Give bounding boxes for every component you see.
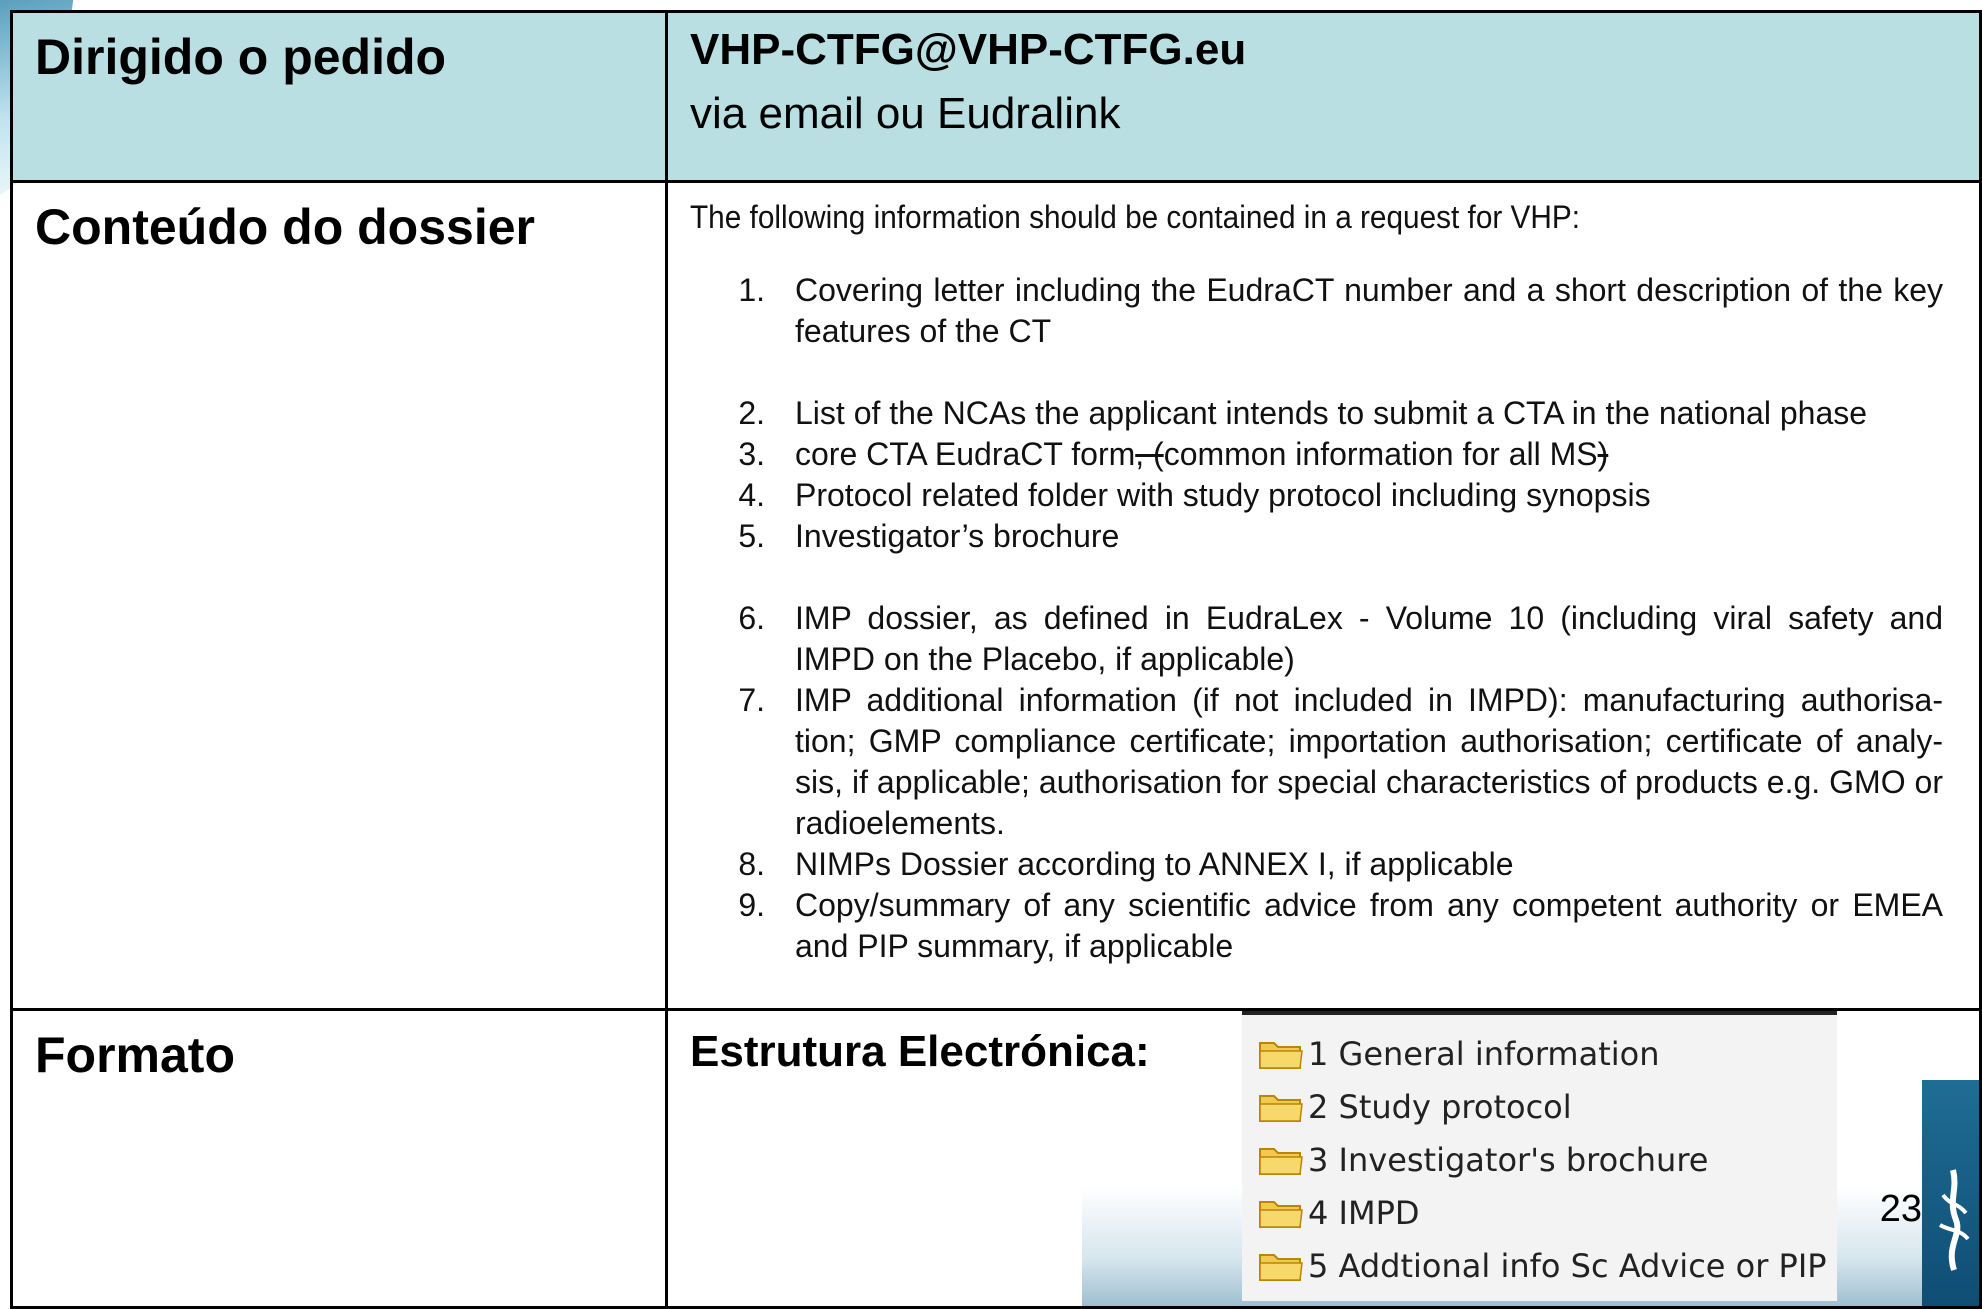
row-label: Conteúdo do dossier <box>35 199 535 255</box>
folder-icon <box>1259 1253 1303 1281</box>
list-item: 1. Covering letter including the EudraCT… <box>738 272 1943 349</box>
list-item: 7. IMP additional information (if not in… <box>738 682 1943 841</box>
folder-label: 2 Study protocol <box>1308 1087 1572 1126</box>
list-item: 5. Investigator’s brochure <box>738 518 1120 554</box>
folder-label: 4 IMPD <box>1308 1193 1420 1232</box>
table-row: Formato Estrutura Electrónica: 1 General… <box>10 1008 1982 1309</box>
row-value-cell: The following information should be cont… <box>665 180 1982 1011</box>
folder-item[interactable]: 2 Study protocol <box>1242 1080 1837 1133</box>
row-value-cell: VHP-CTFG@VHP-CTFG.eu via email ou Eudral… <box>665 10 1982 183</box>
info-table: Dirigido o pedido VHP-CTFG@VHP-CTFG.eu v… <box>10 10 1982 1309</box>
row-label-cell: Conteúdo do dossier <box>10 180 668 1011</box>
email-address: VHP-CTFG@VHP-CTFG.eu <box>690 25 1247 74</box>
folder-icon <box>1259 1200 1303 1228</box>
delivery-method: via email ou Eudralink <box>690 89 1121 138</box>
table-row: Dirigido o pedido VHP-CTFG@VHP-CTFG.eu v… <box>10 10 1982 183</box>
list-item: 9. Copy/summary of any scientific advice… <box>738 887 1943 964</box>
list-item: 6. IMP dossier, as defined in EudraLex -… <box>738 600 1943 677</box>
folder-icon <box>1259 1094 1303 1122</box>
page-number: 23 <box>1879 1188 1922 1230</box>
list-item: 3. core CTA EudraCT form, (common inform… <box>738 436 1609 472</box>
folder-icon <box>1259 1041 1303 1069</box>
strikethrough-text: , ( <box>1135 436 1164 472</box>
dossier-intro: The following information should be cont… <box>690 199 1581 235</box>
requirements-list: 1. Covering letter including the EudraCT… <box>690 270 1943 967</box>
folder-label: 1 General information <box>1308 1034 1660 1073</box>
table-row: Conteúdo do dossier The following inform… <box>10 180 1982 1011</box>
folder-item[interactable]: 4 IMPD <box>1242 1186 1837 1239</box>
strikethrough-text: ) <box>1597 436 1609 472</box>
folder-label: 3 Investigator's brochure <box>1308 1140 1709 1179</box>
structure-label: Estrutura Electrónica: <box>690 1027 1150 1076</box>
row-label: Dirigido o pedido <box>35 29 447 85</box>
row-label-cell: Formato <box>10 1008 668 1309</box>
folder-item[interactable]: 5 Addtional info Sc Advice or PIP <box>1242 1239 1837 1292</box>
folder-icon <box>1259 1147 1303 1175</box>
row-value-cell: Estrutura Electrónica: 1 General informa… <box>665 1008 1982 1309</box>
folder-tree: 1 General information 2 Study protocol 3… <box>1242 1011 1837 1301</box>
folder-item[interactable]: 1 General information <box>1242 1027 1837 1080</box>
list-item: 2. List of the NCAs the applicant intend… <box>738 395 1868 431</box>
list-item: 8. NIMPs Dossier according to ANNEX I, i… <box>738 846 1514 882</box>
folder-label: 5 Addtional info Sc Advice or PIP <box>1308 1246 1827 1285</box>
folder-item[interactable]: 3 Investigator's brochure <box>1242 1133 1837 1186</box>
list-item: 4. Protocol related folder with study pr… <box>738 477 1651 513</box>
row-label: Formato <box>35 1027 235 1083</box>
row-label-cell: Dirigido o pedido <box>10 10 668 183</box>
